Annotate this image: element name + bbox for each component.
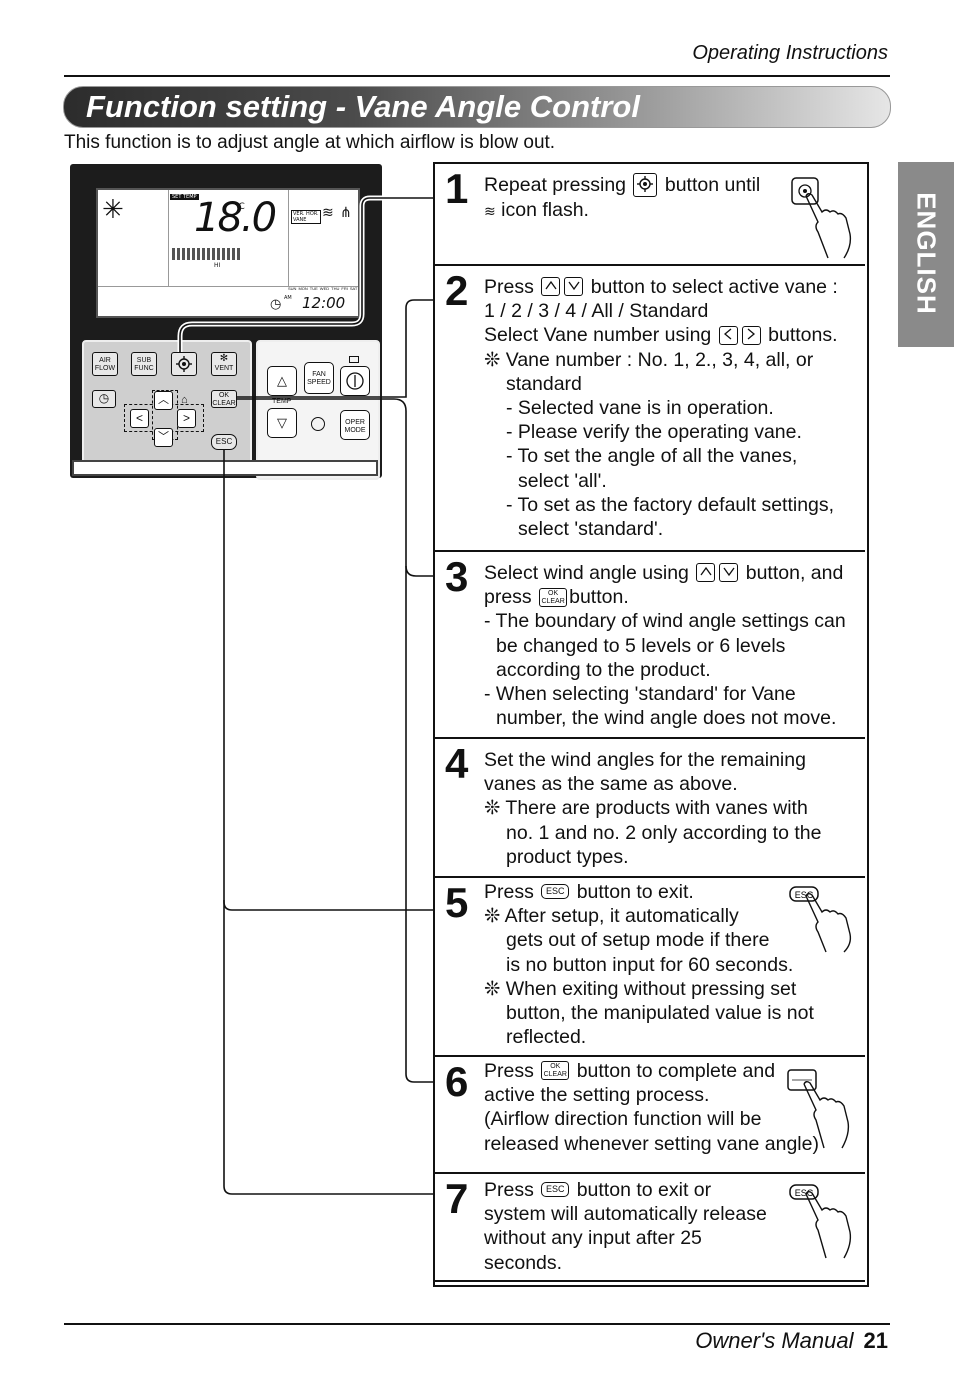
step-number: 5 — [445, 879, 469, 926]
footer-rule — [64, 1323, 890, 1325]
intro-text: This function is to adjust angle at whic… — [64, 132, 556, 153]
swing-icon: ≋ — [322, 204, 334, 220]
step-text: Repeat pressing button until ≋ icon flas… — [484, 172, 761, 221]
lcd-hi: HI — [214, 262, 221, 269]
temp-label: TEMP — [272, 398, 292, 405]
indicator-lamp — [349, 356, 359, 363]
day-labels: SUN MON TUE WED THU FRI SAT — [288, 286, 358, 291]
fan-level-bar — [172, 248, 242, 260]
down-key-icon — [719, 563, 739, 583]
chevron-left-icon: < — [135, 411, 143, 425]
home-icon: ⌂ — [181, 394, 188, 406]
vent-button[interactable]: ✻VENT — [211, 352, 237, 376]
lcd-unit: °C — [234, 202, 245, 212]
chevron-down-icon: ﹀ — [158, 431, 169, 443]
up-key-icon — [541, 277, 561, 297]
step-1: 1 Repeat pressing button until ≋ icon fl… — [435, 164, 865, 266]
step-3: 3 Select wind angle using button, and pr… — [435, 552, 865, 739]
right-key-icon — [741, 325, 761, 345]
remote-bottom-strip — [72, 460, 378, 476]
power-button[interactable] — [340, 366, 370, 396]
step-number: 1 — [445, 165, 469, 212]
step-text: Press button to select active vane : 1 /… — [484, 276, 838, 541]
temp-up-button[interactable]: △ — [267, 366, 297, 396]
airflow-icon: ⋔ — [340, 204, 352, 220]
step-number: 2 — [445, 267, 469, 314]
footer-label: Owner's Manual — [695, 1328, 854, 1353]
footer: Owner's Manual 21 — [695, 1328, 888, 1354]
step-5: 5 Press ESC button to exit. ❊ After setu… — [435, 878, 865, 1057]
hand-pressing-ok-clear-button-icon — [787, 1069, 850, 1149]
gear-icon — [176, 356, 192, 372]
down-key-icon — [564, 277, 584, 297]
step-number: 7 — [445, 1175, 469, 1222]
step-number: 6 — [445, 1058, 469, 1105]
lcd-vane-label: VER. HOR. VANE — [291, 210, 321, 224]
up-key-icon — [696, 563, 716, 583]
step-text: Press ESC button to exit or system will … — [484, 1179, 767, 1274]
hand-pressing-esc-button-icon: ESC — [789, 886, 852, 953]
left-key-icon — [718, 325, 738, 345]
steps-box — [433, 162, 869, 1287]
hand-pressing-function-button-icon — [791, 177, 852, 259]
triangle-down-icon: ▽ — [277, 415, 287, 430]
step-text: Press ESC button to exit. ❊ After setup,… — [484, 881, 814, 1049]
oper-mode-button[interactable]: OPER MODE — [340, 410, 370, 440]
esc-key-icon: ESC — [541, 884, 570, 900]
power-icon — [346, 372, 364, 390]
vane-swing-icon: ≋ — [484, 202, 496, 219]
air-flow-button[interactable]: AIR FLOW — [92, 352, 118, 376]
svg-text:ESC: ESC — [795, 890, 814, 900]
chevron-up-icon: ︿ — [158, 394, 169, 406]
step-4: 4 Set the wind angles for the remaining … — [435, 739, 865, 878]
up-button[interactable]: ︿ — [154, 391, 173, 410]
lcd-am: AM — [284, 295, 292, 301]
right-button[interactable]: > — [177, 409, 196, 428]
snowflake-icon: ✳ — [102, 194, 124, 224]
step-7: 7 Press ESC button to exit or system wil… — [435, 1174, 865, 1282]
temp-down-button[interactable]: ▽ — [267, 408, 297, 438]
step-text: Set the wind angles for the remaining va… — [484, 749, 822, 868]
timer-button[interactable]: ◷ — [92, 390, 116, 408]
lcd-temperature: 18.0 — [194, 195, 277, 241]
down-button[interactable]: ﹀ — [154, 428, 173, 447]
triangle-up-icon: △ — [277, 373, 287, 388]
sensor-icon — [311, 417, 325, 431]
function-setting-button[interactable] — [171, 352, 197, 376]
lcd-time: 12:00 — [302, 294, 346, 312]
step-number: 4 — [445, 740, 469, 787]
remote-lcd-display: ✳ SET TEMP 18.0 °C HI VER. HOR. VANE ≋ ⋔… — [96, 188, 360, 318]
lcd-set-temp: SET TEMP — [170, 194, 199, 200]
fan-speed-button[interactable]: FAN SPEED — [304, 362, 334, 394]
header-rule — [64, 75, 890, 77]
header-title: Operating Instructions — [692, 42, 888, 64]
page-number: 21 — [863, 1328, 888, 1353]
function-setting-key-icon — [633, 172, 658, 197]
page-title: Function setting - Vane Angle Control — [86, 89, 640, 124]
step-number: 3 — [445, 553, 469, 600]
left-button[interactable]: < — [130, 409, 149, 428]
language-tab: ENGLISH — [898, 162, 954, 347]
clock-icon: ◷ — [270, 296, 282, 311]
timer-icon: ◷ — [98, 391, 110, 405]
chevron-right-icon: > — [182, 411, 190, 425]
hand-pressing-esc-button-icon: ESC — [789, 1184, 852, 1259]
svg-text:ESC: ESC — [795, 1188, 814, 1198]
vent-icon: ✻ — [219, 353, 229, 364]
sub-func-button[interactable]: SUB FUNC — [131, 352, 157, 376]
step-2: 2 Press button to select active vane : 1… — [435, 266, 865, 552]
esc-button[interactable]: ESC — [211, 434, 237, 450]
title-bar: Function setting - Vane Angle Control — [63, 86, 891, 128]
esc-key-icon: ESC — [541, 1182, 570, 1198]
step-text: Select wind angle using button, and pres… — [484, 562, 846, 730]
